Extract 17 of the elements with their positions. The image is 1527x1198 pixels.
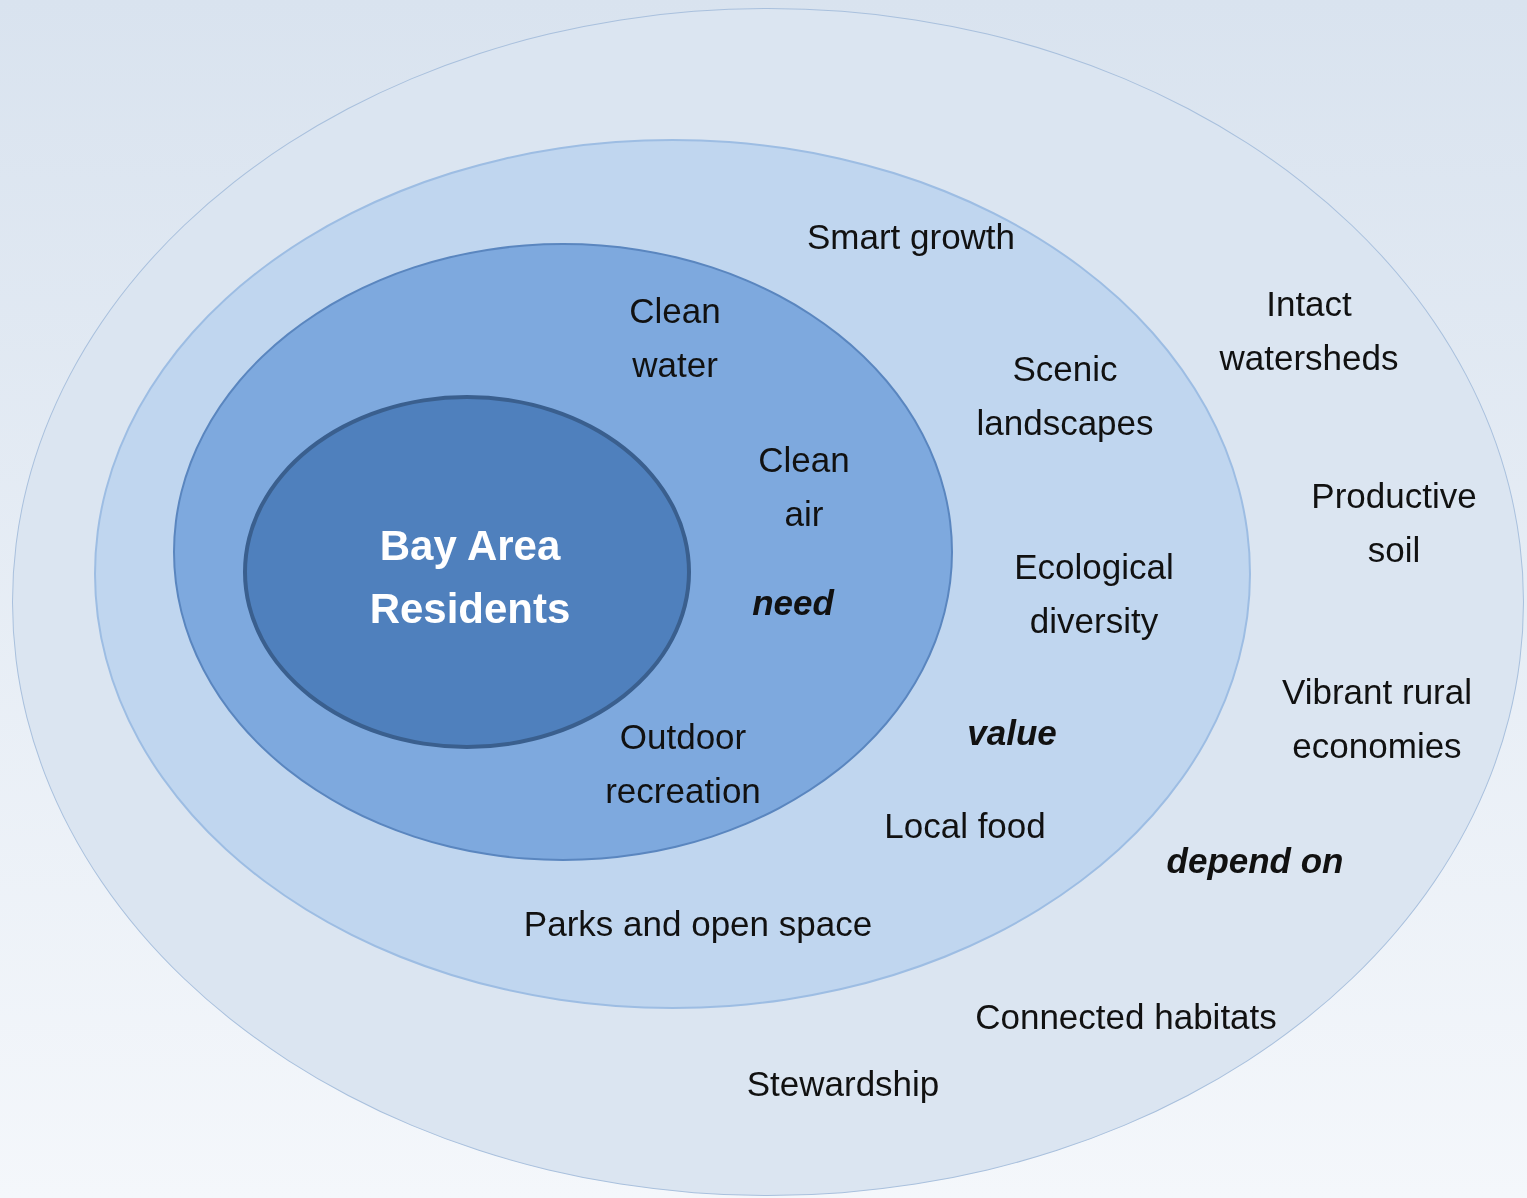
region-label: Smart growth xyxy=(806,215,1016,258)
relation-word: depend on xyxy=(1166,839,1344,882)
region-label: Connected habitats xyxy=(975,995,1277,1038)
relation-word: value xyxy=(967,711,1057,754)
region-label: Scenic landscapes xyxy=(975,347,1155,444)
region-label: Intact watersheds xyxy=(1218,282,1400,379)
center-label: Bay Area Residents xyxy=(368,521,572,634)
region-label: Parks and open space xyxy=(523,902,873,945)
region-label: Local food xyxy=(884,804,1046,847)
region-label: Clean water xyxy=(628,289,722,386)
region-label: Vibrant rural economies xyxy=(1281,670,1473,767)
region-label: Outdoor recreation xyxy=(604,715,762,812)
region-label: Stewardship xyxy=(746,1062,940,1105)
region-label: Ecological diversity xyxy=(1013,545,1175,642)
region-label: Productive soil xyxy=(1310,474,1478,571)
region-label: Clean air xyxy=(757,438,851,535)
relation-word: need xyxy=(752,581,834,624)
